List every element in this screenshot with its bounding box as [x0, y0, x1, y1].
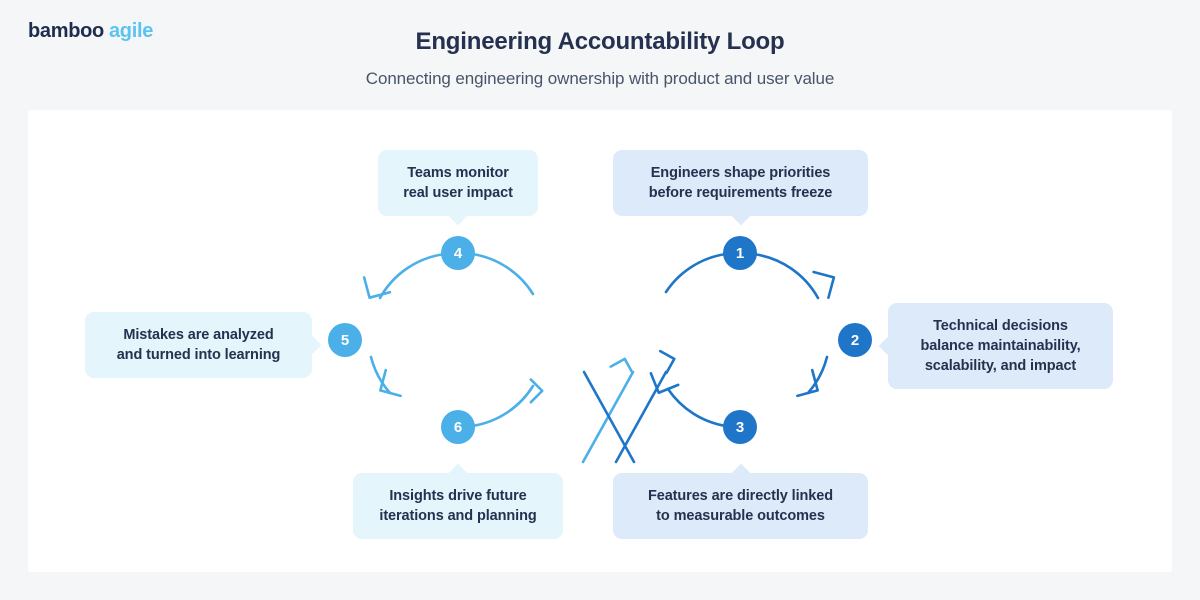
crossing-line-dark-lower	[582, 370, 636, 464]
arrowhead-up-left-center	[649, 371, 680, 395]
crossing-line-light-descend	[633, 404, 665, 462]
node-4[interactable]: 4	[441, 236, 475, 270]
left-loop-arc-top-right	[470, 252, 535, 296]
arrowhead-down-right	[812, 270, 836, 299]
left-loop-arc-bottom-left	[369, 355, 402, 398]
node-5[interactable]: 5	[328, 323, 362, 357]
label-node-2[interactable]: Technical decisions balance maintainabil…	[888, 303, 1113, 389]
logo-text-secondary: agile	[108, 20, 154, 42]
left-loop-arc-bottom-right	[470, 384, 535, 428]
diagram-card: 1 2 3 4 5 6 Engineers shape priorities b…	[28, 110, 1172, 572]
page-title: Engineering Accountability Loop	[415, 28, 785, 55]
arrowhead-up-left-crossing	[609, 357, 634, 375]
arrowhead-up-right-crossing	[658, 349, 676, 375]
crossing-line-light-lower	[529, 378, 544, 404]
page-header: Engineering Accountability Loop Connecti…	[0, 28, 1200, 89]
label-node-5[interactable]: Mistakes are analyzed and turned into le…	[85, 312, 312, 378]
node-3[interactable]: 3	[723, 410, 757, 444]
node-1[interactable]: 1	[723, 236, 757, 270]
label-node-1[interactable]: Engineers shape priorities before requir…	[613, 150, 868, 216]
left-loop-arc-top-left	[362, 252, 447, 300]
right-loop-arc-top-left	[664, 252, 728, 294]
logo-text-primary: bamboo	[28, 20, 104, 42]
arrowhead-down-left	[362, 276, 392, 299]
label-node-6[interactable]: Insights drive future iterations and pla…	[353, 473, 563, 539]
infinity-loop-diagram: 1 2 3 4 5 6 Engineers shape priorities b…	[28, 110, 1172, 572]
right-loop-arc-bottom-left	[649, 371, 728, 428]
label-node-4[interactable]: Teams monitor real user impact	[378, 150, 538, 216]
right-loop-arc-top-right	[751, 252, 836, 300]
page-subtitle: Connecting engineering ownership with pr…	[365, 68, 835, 88]
right-loop-arc-bottom-right	[796, 355, 829, 398]
label-node-3[interactable]: Features are directly linked to measurab…	[613, 473, 868, 539]
arrowhead-up-right-left-loop	[529, 378, 544, 404]
loop-svg	[362, 252, 836, 464]
arrowhead-down-left-right-loop	[796, 368, 819, 398]
arrowhead-down-right-left-loop	[379, 368, 402, 398]
node-6[interactable]: 6	[441, 410, 475, 444]
node-2[interactable]: 2	[838, 323, 872, 357]
